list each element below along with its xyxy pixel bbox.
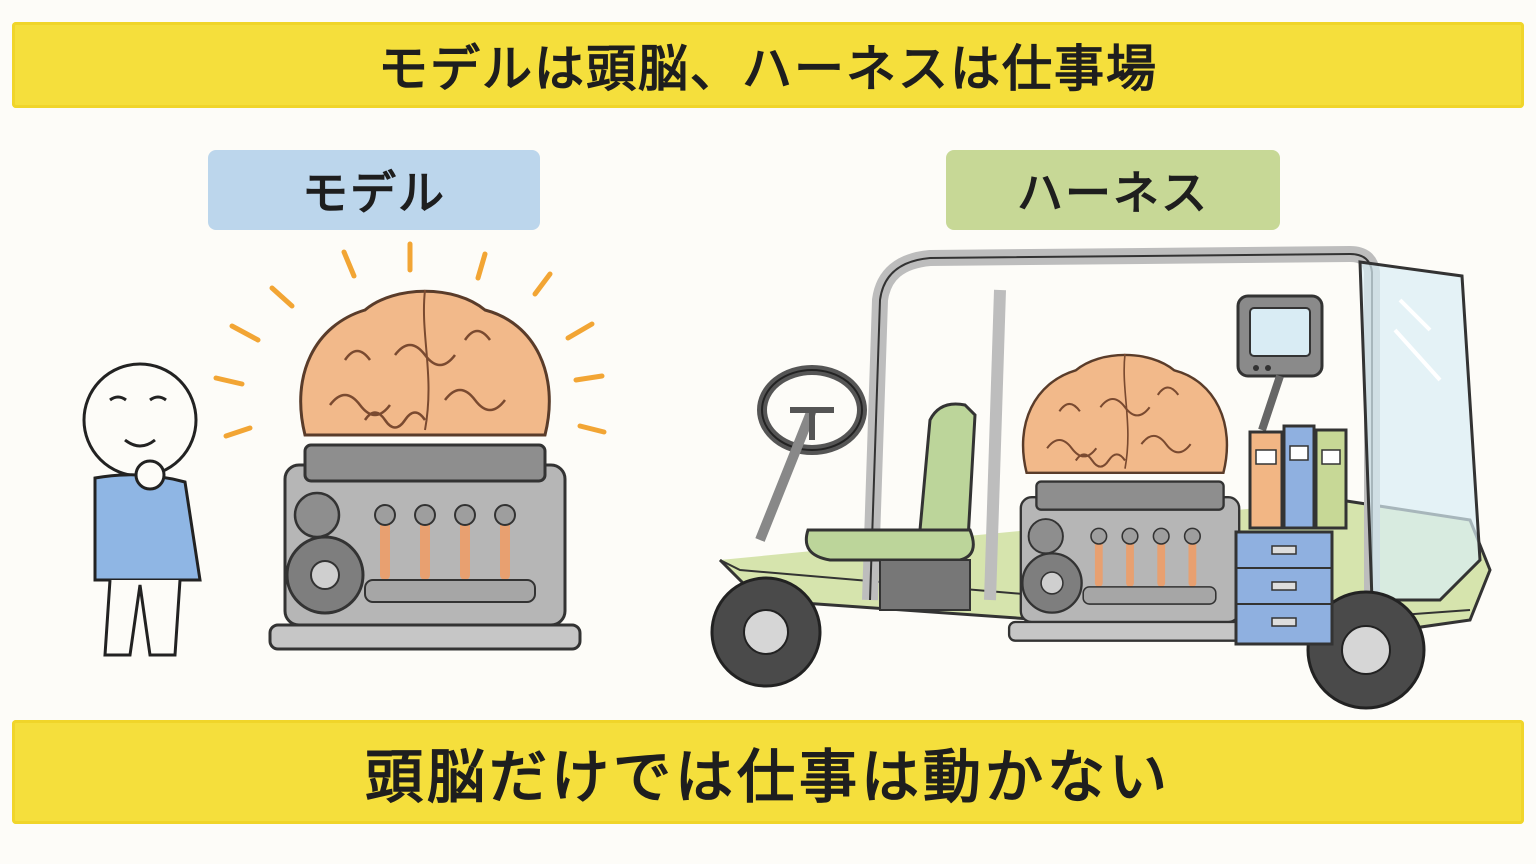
- binders-icon: [1248, 424, 1348, 530]
- model-label-text: モデル: [302, 166, 446, 220]
- engine-icon: [1009, 482, 1251, 641]
- glow-rays: [213, 241, 607, 439]
- model-label: モデル: [208, 150, 540, 230]
- harness-label-text: ハーネス: [1017, 166, 1209, 220]
- brain-icon: [1021, 352, 1229, 475]
- caption-text: 頭脳だけでは仕事は動かない: [364, 743, 1171, 811]
- harness-label: ハーネス: [946, 150, 1280, 230]
- page-title: モデルは頭脳、ハーネスは仕事場: [378, 40, 1158, 98]
- monitor-icon: [1236, 294, 1324, 432]
- seat-icon: [804, 402, 977, 611]
- drawer-cabinet-icon: [1234, 530, 1334, 646]
- windshield-icon: [1358, 260, 1482, 602]
- brain-icon: [299, 288, 551, 437]
- title-banner: モデルは頭脳、ハーネスは仕事場: [12, 22, 1524, 108]
- engine-icon: [270, 445, 580, 649]
- steering-wheel-icon: [755, 365, 867, 542]
- thinking-person-icon: [82, 362, 202, 657]
- caption-banner: 頭脳だけでは仕事は動かない: [12, 720, 1524, 824]
